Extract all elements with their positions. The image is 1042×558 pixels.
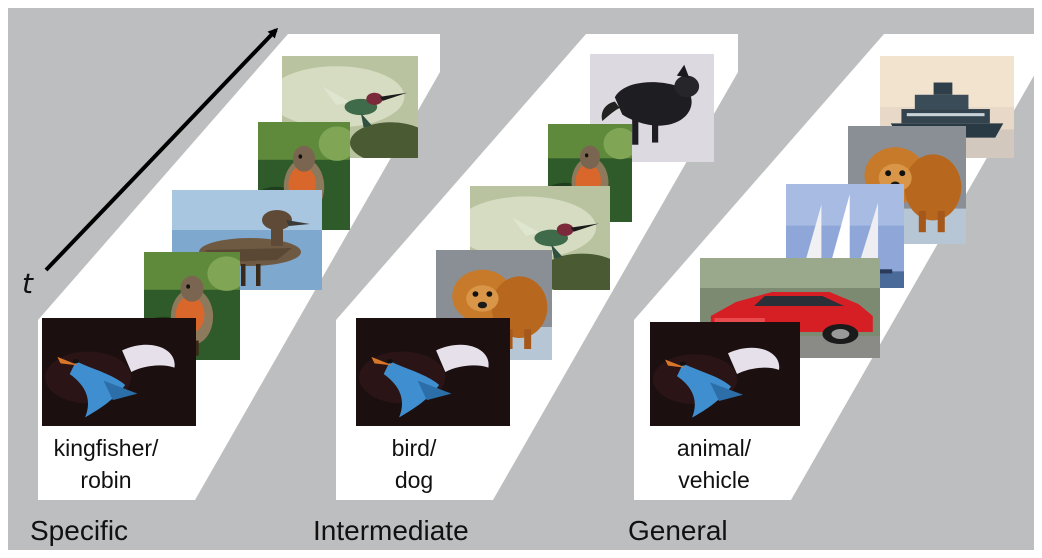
category-label-line1: bird/ bbox=[392, 435, 437, 461]
category-label-line2: vehicle bbox=[678, 467, 750, 493]
category-label-line2: robin bbox=[80, 467, 131, 493]
group-title: Intermediate bbox=[313, 515, 469, 546]
group-title: Specific bbox=[30, 515, 128, 546]
stack-image-kingfisher bbox=[42, 318, 196, 426]
category-label-line1: kingfisher/ bbox=[54, 435, 159, 461]
category-label-line1: animal/ bbox=[677, 435, 752, 461]
stack-image-kingfisher bbox=[650, 322, 800, 426]
category-label-line2: dog bbox=[395, 467, 433, 493]
stack-image-kingfisher bbox=[356, 318, 510, 426]
group-title: General bbox=[628, 515, 728, 546]
time-axis-label: t bbox=[22, 267, 34, 300]
